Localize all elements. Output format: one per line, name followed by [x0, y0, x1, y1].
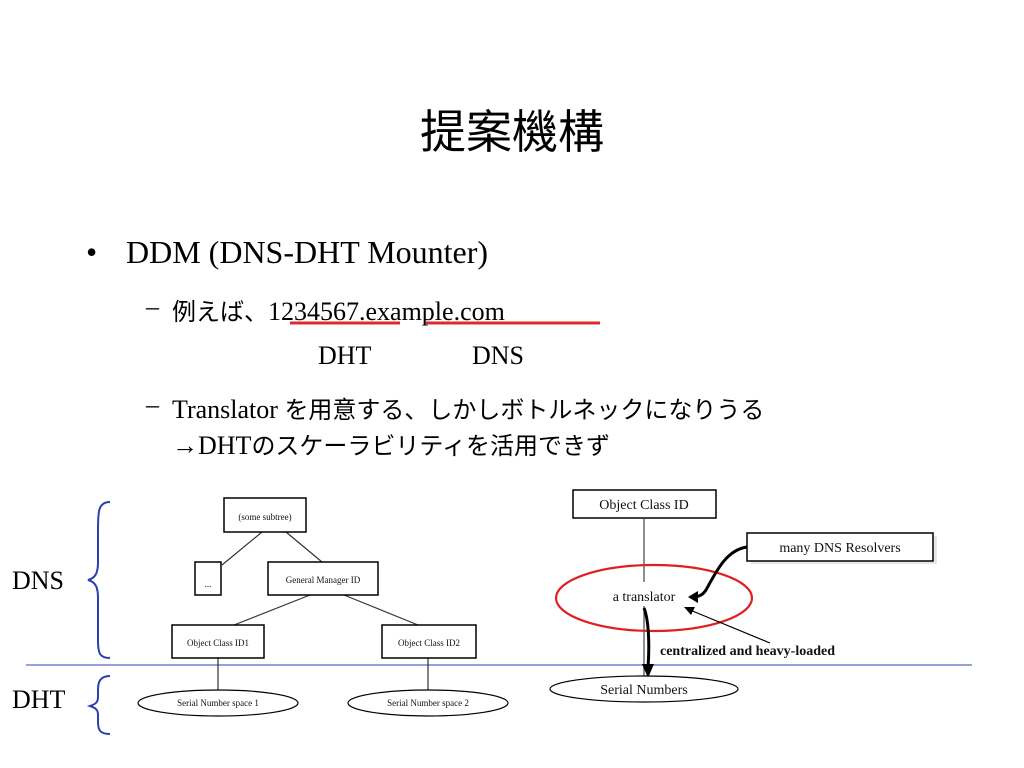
ellipsis-label: ... — [205, 579, 212, 589]
side-label-dht: DHT — [12, 685, 66, 714]
space2-label: Serial Number space 2 — [387, 698, 469, 708]
note-label: centralized and heavy-loaded — [660, 644, 835, 659]
manager-box — [267, 561, 379, 596]
slide-title: 提案機構 — [420, 105, 604, 159]
translator-highlight — [554, 563, 754, 633]
note-pointer-head — [684, 607, 695, 615]
serial-label: Serial Numbers — [600, 683, 687, 698]
example-part-dht: 1234567 — [268, 297, 359, 326]
object-class-label: Object Class ID — [599, 498, 688, 513]
manager-label: General Manager ID — [286, 575, 361, 585]
subtree-label: (some subtree) — [238, 512, 291, 522]
translator-prefix: Translator — [172, 395, 285, 424]
translator-down-arrow-head — [642, 664, 654, 678]
space1-ellipse — [137, 689, 299, 717]
ellipsis-box — [194, 561, 222, 596]
dns-brace — [87, 501, 111, 659]
example-prefix: 例えば、 — [172, 298, 268, 326]
example-line: 例えば、1234567.example.com — [172, 292, 505, 327]
example-part-dns: example.com — [365, 297, 505, 326]
example-dot: . — [359, 297, 366, 326]
resolvers-label: many DNS Resolvers — [779, 541, 900, 556]
side-label-dns: DNS — [12, 566, 65, 595]
class1-label: Object Class ID1 — [187, 638, 249, 648]
arrow-line: →DHTのスケーラビリティを活用できず — [172, 426, 610, 461]
class2-box — [381, 624, 477, 659]
translator-line: Translator を用意する、しかしボトルネックになりうる — [172, 390, 764, 425]
resolver-arrow-head — [688, 591, 698, 603]
label-dns-under: DNS — [472, 341, 525, 370]
note-pointer — [689, 609, 771, 644]
space1-label: Serial Number space 1 — [177, 698, 259, 708]
resolvers-shadow — [751, 536, 937, 564]
dht-brace — [86, 675, 111, 735]
resolvers-box — [746, 532, 934, 562]
class2-label: Object Class ID2 — [398, 638, 460, 648]
space2-ellipse — [347, 689, 509, 717]
object-class-box — [572, 489, 717, 519]
resolver-arrow — [689, 545, 748, 599]
translator-down-arrow — [642, 607, 651, 669]
class1-box — [171, 624, 265, 659]
bullet-ddm: DDM (DNS-DHT Mounter) — [126, 234, 489, 270]
subtree-box — [223, 497, 307, 533]
label-dht-under: DHT — [318, 341, 372, 370]
dash-example: – — [146, 292, 159, 321]
serial-ellipse — [549, 675, 739, 703]
arrow-jp: のスケーラビリティを活用できず — [251, 432, 610, 460]
translator-jp: を用意する、しかしボトルネックになりうる — [284, 396, 765, 424]
dash-translator: – — [146, 390, 159, 419]
arrow-prefix: →DHT — [172, 431, 252, 460]
translator-label: a translator — [613, 590, 676, 605]
bullet-point: • — [86, 234, 98, 270]
